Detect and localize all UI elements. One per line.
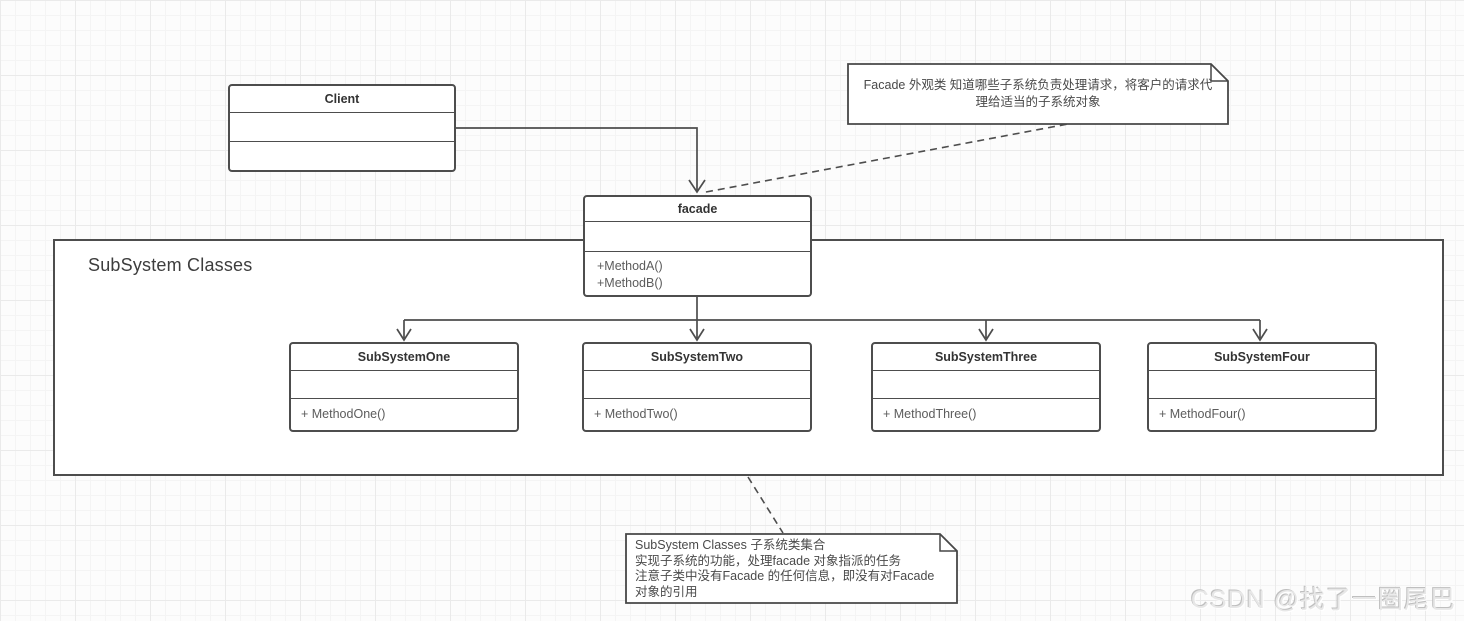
class-subsystem-two-attributes [584,371,810,399]
arrowhead-facade-top [688,179,706,194]
note-facade-shape [847,63,1229,125]
class-subsystem-four-methods: + MethodFour() [1159,407,1246,421]
class-facade-title: facade [585,197,810,222]
class-subsystem-one-attributes [291,371,517,399]
class-subsystem-one-title: SubSystemOne [291,344,517,371]
class-subsystem-three-methods: + MethodThree() [883,407,977,421]
note-link-facade [705,123,1069,193]
class-subsystem-two-methods: + MethodTwo() [594,407,678,421]
class-client-methods [230,142,454,148]
class-client-attributes [230,113,454,142]
class-subsystem-one-methods: + MethodOne() [301,407,386,421]
class-subsystem-four: SubSystemFour + MethodFour() [1147,342,1377,432]
note-subsystem-text: SubSystem Classes 子系统类集合 实现子系统的功能，处理faca… [635,538,935,599]
connector-client-to-facade [456,127,698,191]
class-facade-attributes [585,222,810,252]
class-subsystem-four-title: SubSystemFour [1149,344,1375,371]
class-facade: facade +MethodA() +MethodB() [583,195,812,297]
class-client-title: Client [230,86,454,113]
note-fold-icon [1210,64,1228,82]
note-facade: Facade 外观类 知道哪些子系统负责处理请求，将客户的请求代理给适当的子系统… [847,63,1229,125]
class-subsystem-two: SubSystemTwo + MethodTwo() [582,342,812,432]
subsystem-container-label: SubSystem Classes [88,255,253,275]
note-fold-icon [939,534,957,552]
watermark-text: CSDN @找了一圈尾巴 [1190,586,1456,614]
note-facade-text: Facade 外观类 知道哪些子系统负责处理请求，将客户的请求代理给适当的子系统… [863,78,1213,109]
class-subsystem-one: SubSystemOne + MethodOne() [289,342,519,432]
class-subsystem-two-title: SubSystemTwo [584,344,810,371]
note-subsystem: SubSystem Classes 子系统类集合 实现子系统的功能，处理faca… [625,533,958,604]
note-link-subsystem [747,476,784,534]
class-subsystem-three-attributes [873,371,1099,399]
class-client: Client [228,84,456,172]
class-subsystem-three-title: SubSystemThree [873,344,1099,371]
class-subsystem-four-attributes [1149,371,1375,399]
note-subsystem-shape [625,533,958,604]
class-subsystem-three: SubSystemThree + MethodThree() [871,342,1101,432]
class-facade-methods: +MethodA() +MethodB() [597,259,663,290]
